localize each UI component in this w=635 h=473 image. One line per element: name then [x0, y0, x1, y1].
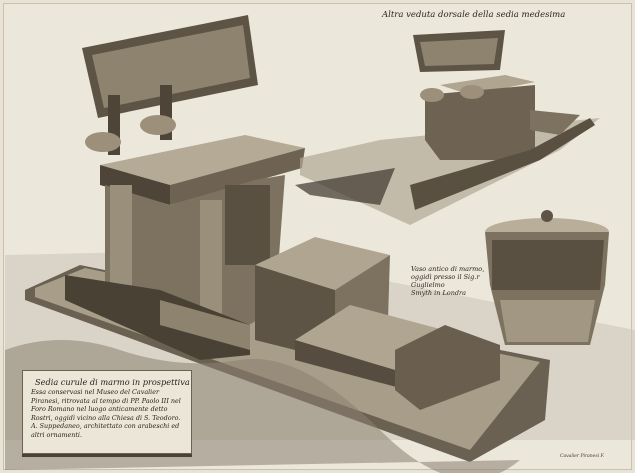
vase-caption-line: Vaso antico di marmo,: [411, 265, 485, 273]
title-cartouche: Sedia curule di marmo in prospettiva Ess…: [22, 370, 192, 454]
vase-caption-line: Smyth in Londra: [411, 289, 467, 297]
marble-vase: [485, 210, 609, 345]
cartouche-title: Sedia curule di marmo in prospettiva: [35, 377, 190, 387]
artist-signature: Cavalier Piranesi F.: [560, 454, 605, 459]
rear-view-caption: Altra veduta dorsale della sedia medesim…: [382, 10, 566, 20]
footstool: [255, 237, 500, 410]
vase-caption: Vaso antico di marmo, oggidì presso il S…: [411, 265, 501, 297]
curule-chair-rear-view: [295, 30, 600, 225]
vase-caption-line: oggidì presso il Sig.r Guglielmo: [411, 273, 480, 289]
cartouche-body: Essa conservasi nel Museo del Cavalier P…: [31, 388, 181, 439]
curule-chair-front-view: [65, 15, 305, 360]
